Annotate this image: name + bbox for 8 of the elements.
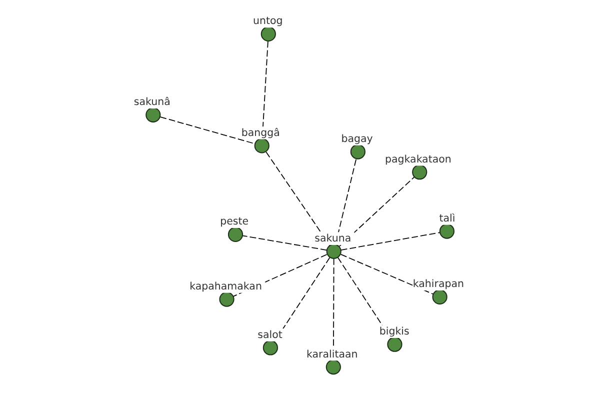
node-text: peste [220,215,249,228]
connector [340,253,434,294]
connector [340,232,440,250]
connector [339,176,415,246]
node-text: pagkakataon [385,152,452,165]
connector [160,116,255,144]
connector [242,234,328,250]
node-text: sakunâ [134,96,170,108]
